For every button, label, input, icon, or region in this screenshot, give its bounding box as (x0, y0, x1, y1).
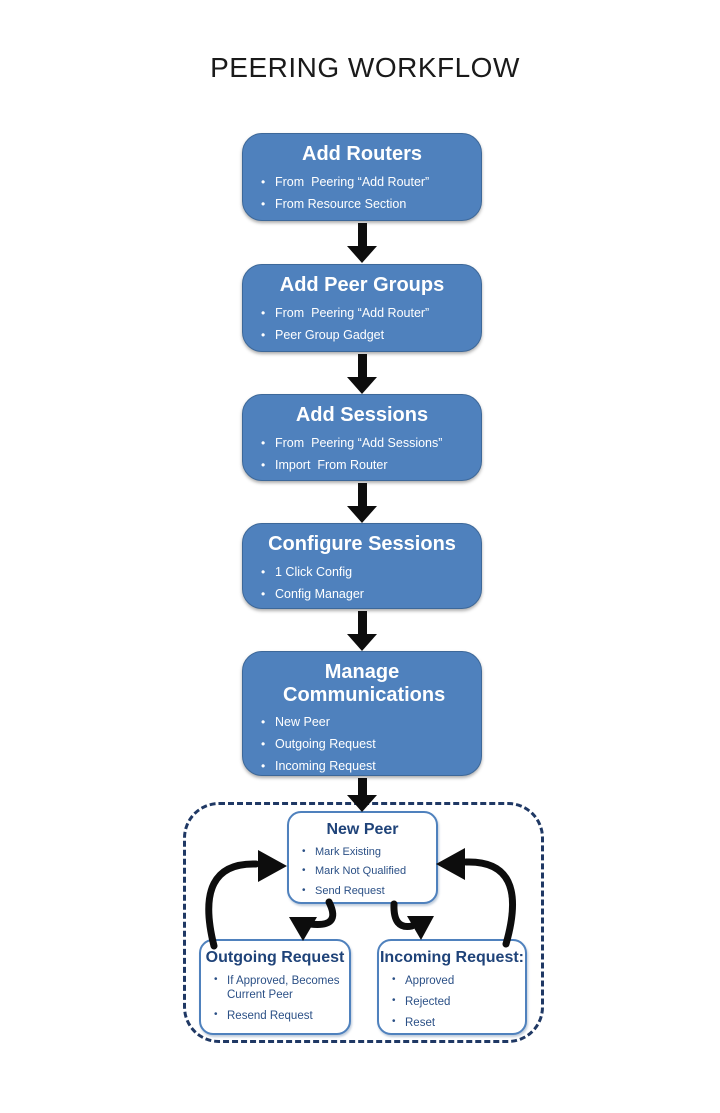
flow-box-add-peer-groups: Add Peer Groups From Peering “Add Router… (242, 264, 482, 352)
arrow-head (347, 246, 377, 263)
bullet-item: Mark Existing (302, 846, 430, 860)
down-arrow-icon (347, 778, 377, 812)
bullet-item: Send Request (302, 885, 430, 899)
bullet-item: If Approved, Becomes Current Peer (214, 974, 343, 1003)
arrow-head (347, 506, 377, 523)
flow-box-title: Configure Sessions (268, 533, 456, 555)
bullet-item: Config Manager (261, 587, 471, 602)
bullet-item: Approved (392, 974, 519, 988)
down-arrow-icon (347, 354, 377, 394)
flow-box-bullets: From Peering “Add Sessions” Import From … (243, 436, 481, 473)
flow-box-title: Add Sessions (295, 404, 429, 426)
flow-box-configure-sessions: Configure Sessions 1 Click Config Config… (242, 523, 482, 609)
bullet-item: Outgoing Request (261, 737, 471, 752)
arrow-stem (357, 354, 367, 377)
detail-box-outgoing-request: Outgoing Request If Approved, Becomes Cu… (199, 939, 351, 1035)
flow-box-bullets: New Peer Outgoing Request Incoming Reque… (243, 715, 481, 774)
flow-box-bullets: From Peering “Add Router” From Resource … (243, 175, 481, 212)
flow-box-add-routers: Add Routers From Peering “Add Router” Fr… (242, 133, 482, 221)
arrow-head (347, 377, 377, 394)
detail-box-bullets: Mark Existing Mark Not Qualified Send Re… (289, 846, 436, 899)
flow-box-bullets: 1 Click Config Config Manager (243, 565, 481, 602)
bullet-item: From Peering “Add Router” (261, 175, 471, 190)
detail-box-new-peer: New Peer Mark Existing Mark Not Qualifie… (287, 811, 438, 904)
page-title: PEERING WORKFLOW (210, 52, 520, 83)
detail-box-incoming-request: Incoming Request: Approved Rejected Rese… (377, 939, 527, 1035)
flow-box-add-sessions: Add Sessions From Peering “Add Sessions”… (242, 394, 482, 481)
detail-box-bullets: Approved Rejected Reset (379, 974, 525, 1031)
flow-box-title: Add Routers (302, 143, 422, 165)
detail-box-bullets: If Approved, Becomes Current Peer Resend… (201, 974, 349, 1024)
bullet-item: Mark Not Qualified (302, 865, 430, 879)
arrow-stem (357, 223, 367, 246)
flow-box-bullets: From Peering “Add Router” Peer Group Gad… (243, 306, 481, 343)
bullet-item: Reset (392, 1016, 519, 1030)
arrow-stem (357, 778, 367, 795)
detail-box-title: Outgoing Request (205, 949, 345, 966)
bullet-item: Resend Request (214, 1009, 343, 1023)
bullet-item: Import From Router (261, 458, 471, 473)
arrow-head (347, 634, 377, 651)
detail-box-title: New Peer (326, 821, 399, 838)
down-arrow-icon (347, 223, 377, 263)
bullet-item: From Peering “Add Sessions” (261, 436, 471, 451)
flow-box-title: Add Peer Groups (279, 274, 445, 296)
bullet-item: Peer Group Gadget (261, 328, 471, 343)
bullet-item: 1 Click Config (261, 565, 471, 580)
bullet-item: From Peering “Add Router” (261, 306, 471, 321)
arrow-stem (357, 483, 367, 506)
bullet-item: From Resource Section (261, 197, 471, 212)
flow-box-manage-communications: Manage Communications New Peer Outgoing … (242, 651, 482, 776)
down-arrow-icon (347, 611, 377, 651)
down-arrow-icon (347, 483, 377, 523)
detail-box-title: Incoming Request: (379, 949, 524, 966)
bullet-item: Incoming Request (261, 759, 471, 774)
bullet-item: New Peer (261, 715, 471, 730)
bullet-item: Rejected (392, 995, 519, 1009)
arrow-head (347, 795, 377, 812)
arrow-stem (357, 611, 367, 634)
flow-box-title: Manage Communications (283, 661, 446, 706)
